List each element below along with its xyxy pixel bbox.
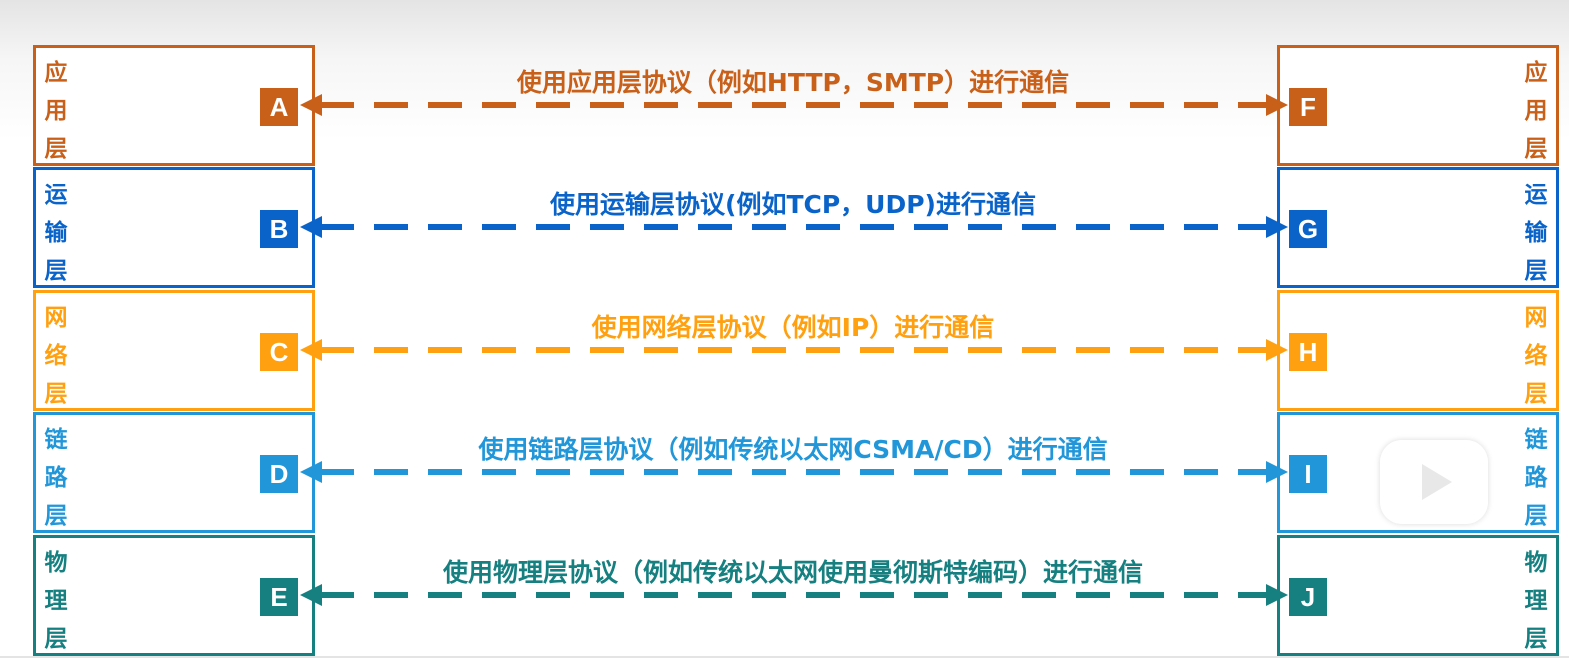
layer-name-char: 路 (44, 465, 68, 491)
right-host-layer-box: 运输层 G (1277, 167, 1559, 288)
right-arrowhead-icon (1266, 94, 1288, 116)
entity-badge: C (260, 333, 298, 371)
layer-name-char: 应 (1524, 60, 1548, 86)
layer-name-char: 层 (1524, 381, 1548, 407)
peer-communication-label: 使用网络层协议（例如IP）进行通信 (591, 313, 995, 342)
layer-name-char: 链 (1524, 427, 1548, 453)
layer-name: 应用层 (42, 54, 70, 168)
layer-name-char: 网 (1524, 305, 1548, 331)
layer-name-char: 络 (44, 343, 68, 369)
entity-badge: I (1289, 455, 1327, 493)
layer-name-char: 层 (44, 626, 68, 652)
entity-badge: E (260, 578, 298, 616)
entity-badge: G (1289, 210, 1327, 248)
right-host-layer-box: 网络层 H (1277, 290, 1559, 411)
layer-name-char: 理 (44, 588, 68, 614)
layer-name-char: 输 (44, 220, 68, 246)
layer-name-char: 络 (1524, 343, 1548, 369)
right-arrowhead-icon (1266, 584, 1288, 606)
layer-name-char: 应 (44, 60, 68, 86)
left-host-layer-box: 应用层 A (33, 45, 315, 166)
peer-communication-label: 使用物理层协议（例如传统以太网使用曼彻斯特编码）进行通信 (442, 558, 1143, 587)
entity-badge: A (260, 88, 298, 126)
entity-badge: D (260, 455, 298, 493)
layer-name-char: 层 (44, 136, 68, 162)
layer-name-char: 路 (1524, 465, 1548, 491)
layer-name-char: 层 (1524, 626, 1548, 652)
right-host-layer-box: 应用层 F (1277, 45, 1559, 166)
layer-name: 链路层 (42, 421, 70, 535)
layer-name-char: 层 (1524, 503, 1548, 529)
peer-communication-label: 使用应用层协议（例如HTTP，SMTP）进行通信 (516, 68, 1070, 97)
right-arrowhead-icon (1266, 216, 1288, 238)
layer-name: 运输层 (1522, 176, 1550, 290)
layer-name-char: 层 (44, 381, 68, 407)
layer-name-char: 用 (1524, 98, 1548, 124)
layer-name-char: 物 (44, 550, 68, 576)
layer-name: 运输层 (42, 176, 70, 290)
layer-name: 网络层 (42, 299, 70, 413)
left-arrowhead-icon (300, 216, 322, 238)
layer-name: 应用层 (1522, 54, 1550, 168)
bidirectional-dashed-arrow (300, 216, 1288, 238)
left-arrowhead-icon (300, 584, 322, 606)
layer-name: 链路层 (1522, 421, 1550, 535)
entity-badge: B (260, 210, 298, 248)
entity-badge: H (1289, 333, 1327, 371)
bidirectional-dashed-arrow (300, 584, 1288, 606)
left-arrowhead-icon (300, 339, 322, 361)
bidirectional-dashed-arrow (300, 461, 1288, 483)
left-host-layer-box: 运输层 B (33, 167, 315, 288)
left-host-layer-box: 网络层 C (33, 290, 315, 411)
layer-name-char: 层 (44, 258, 68, 284)
bidirectional-dashed-arrow (300, 94, 1288, 116)
peer-communication-label: 使用运输层协议(例如TCP，UDP)进行通信 (550, 190, 1036, 219)
right-arrowhead-icon (1266, 461, 1288, 483)
right-host-layer-box: 物理层 J (1277, 535, 1559, 656)
layer-name: 网络层 (1522, 299, 1550, 413)
layer-name-char: 输 (1524, 220, 1548, 246)
layer-name-char: 链 (44, 427, 68, 453)
video-play-watermark-icon (1380, 440, 1488, 524)
bidirectional-dashed-arrow (300, 339, 1288, 361)
layer-name-char: 物 (1524, 550, 1548, 576)
peer-communication-label: 使用链路层协议（例如传统以太网CSMA/CD）进行通信 (478, 435, 1108, 464)
layer-name-char: 层 (1524, 258, 1548, 284)
left-host-layer-box: 链路层 D (33, 412, 315, 533)
layer-name-char: 层 (1524, 136, 1548, 162)
left-arrowhead-icon (300, 94, 322, 116)
right-arrowhead-icon (1266, 339, 1288, 361)
layer-name-char: 理 (1524, 588, 1548, 614)
layer-name-char: 运 (44, 182, 68, 208)
left-host-layer-box: 物理层 E (33, 535, 315, 656)
layer-name: 物理层 (1522, 544, 1550, 658)
entity-badge: J (1289, 578, 1327, 616)
left-arrowhead-icon (300, 461, 322, 483)
entity-badge: F (1289, 88, 1327, 126)
layer-name-char: 网 (44, 305, 68, 331)
layer-name: 物理层 (42, 544, 70, 658)
layer-name-char: 用 (44, 98, 68, 124)
layer-name-char: 层 (44, 503, 68, 529)
layer-name-char: 运 (1524, 182, 1548, 208)
